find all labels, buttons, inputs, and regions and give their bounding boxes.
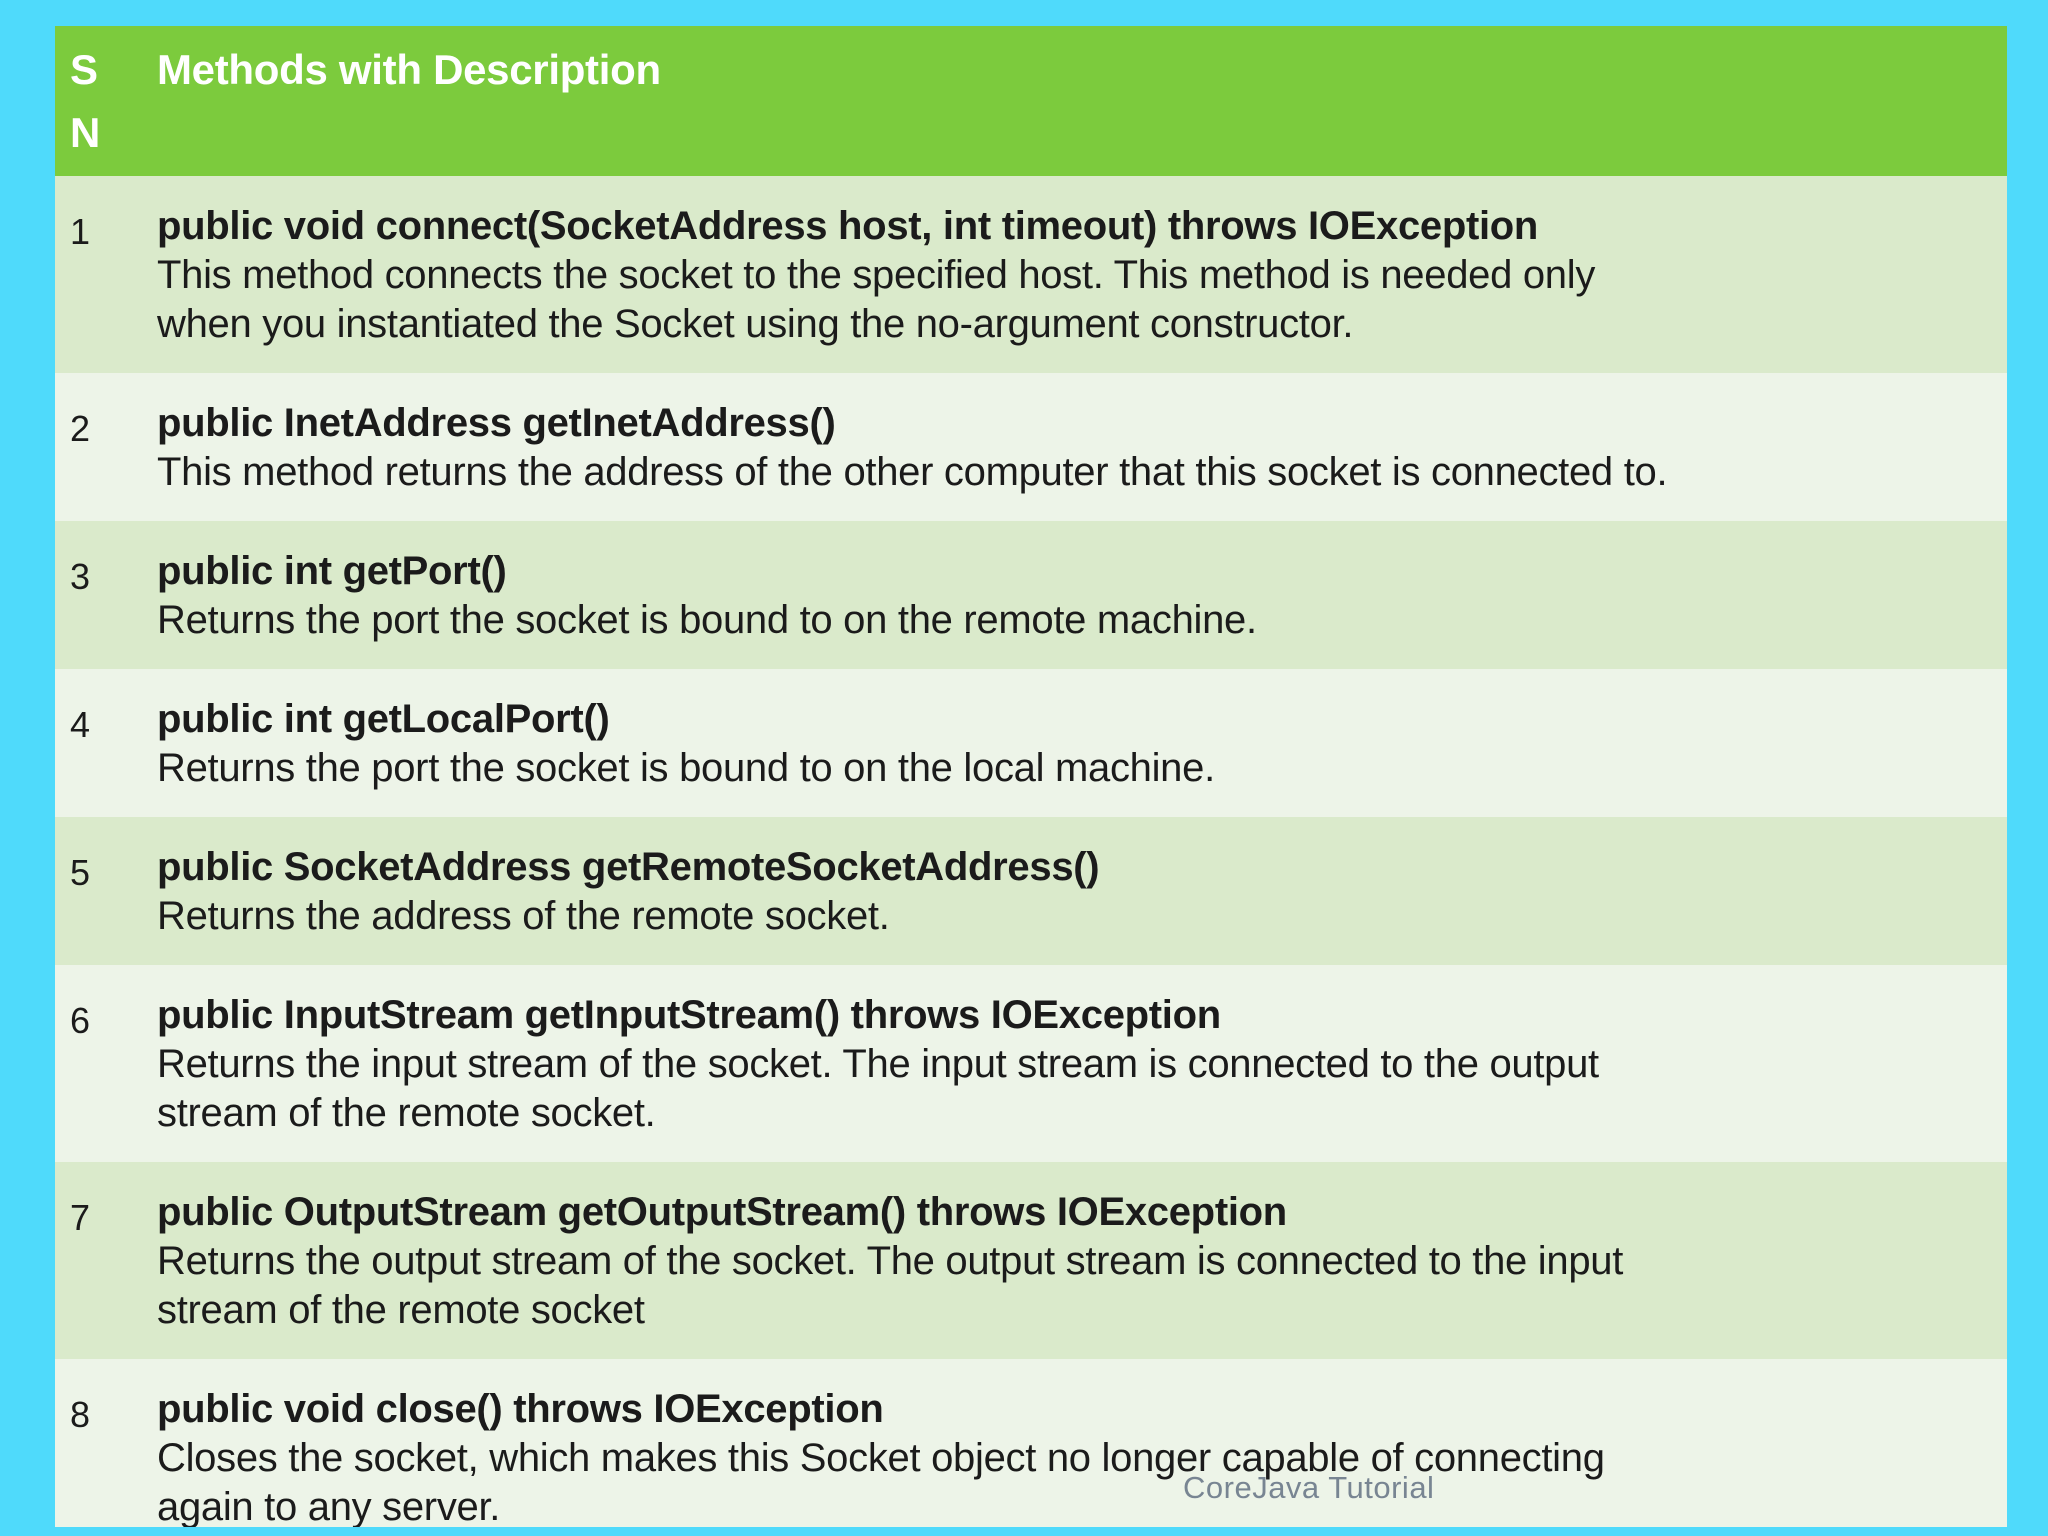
header-methods-label: Methods with Description (157, 46, 661, 93)
method-description: Returns the output stream of the socket.… (157, 1239, 1624, 1332)
header-serial-number-label: S N (70, 46, 101, 156)
method-description: Closes the socket, which makes this Sock… (157, 1436, 1605, 1527)
row-number: 3 (70, 556, 90, 597)
method-signature: public SocketAddress getRemoteSocketAddr… (157, 845, 1100, 889)
table-row: 8 public void close() throws IOException… (55, 1359, 2007, 1527)
method-description: Returns the input stream of the socket. … (157, 1042, 1599, 1135)
table-header-row: S N Methods with Description (55, 26, 2007, 176)
method-signature: public int getPort() (157, 549, 507, 593)
method-signature: public InetAddress getInetAddress() (157, 401, 836, 445)
row-number: 4 (70, 704, 90, 745)
table-row: 3 public int getPort() Returns the port … (55, 521, 2007, 669)
table-row: 1 public void connect(SocketAddress host… (55, 176, 2007, 373)
table-row: 7 public OutputStream getOutputStream() … (55, 1162, 2007, 1359)
table-row: 2 public InetAddress getInetAddress() Th… (55, 373, 2007, 521)
methods-table: S N Methods with Description 1 public vo… (55, 26, 2007, 1527)
method-signature: public void connect(SocketAddress host, … (157, 204, 1539, 248)
method-description: Returns the port the socket is bound to … (157, 746, 1215, 790)
table-row: 5 public SocketAddress getRemoteSocketAd… (55, 817, 2007, 965)
table-row: 4 public int getLocalPort() Returns the … (55, 669, 2007, 817)
row-number: 1 (70, 211, 90, 252)
method-signature: public OutputStream getOutputStream() th… (157, 1190, 1287, 1234)
row-number: 7 (70, 1197, 90, 1238)
method-signature: public int getLocalPort() (157, 697, 610, 741)
method-description: This method returns the address of the o… (157, 450, 1668, 494)
table-row: 6 public InputStream getInputStream() th… (55, 965, 2007, 1162)
row-number: 6 (70, 1000, 90, 1041)
header-serial-number-cell: S N (55, 38, 157, 164)
method-signature: public void close() throws IOException (157, 1387, 884, 1431)
row-number: 5 (70, 852, 90, 893)
method-description: Returns the address of the remote socket… (157, 894, 890, 938)
row-number: 8 (70, 1394, 90, 1435)
method-description: Returns the port the socket is bound to … (157, 598, 1257, 642)
row-number: 2 (70, 408, 90, 449)
method-description: This method connects the socket to the s… (157, 253, 1596, 346)
method-signature: public InputStream getInputStream() thro… (157, 993, 1221, 1037)
